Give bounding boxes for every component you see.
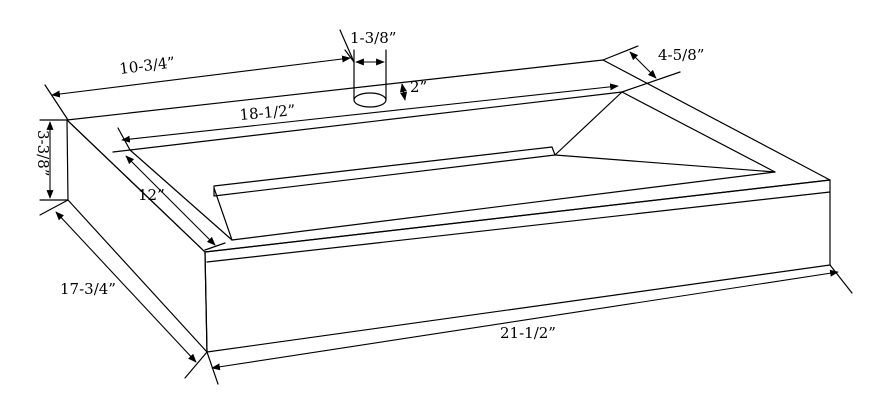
dim-arrow — [55, 211, 197, 363]
dim-arrow — [629, 51, 657, 79]
sink-outline — [66, 59, 831, 353]
label-rim-width: 4-5/8” — [658, 46, 704, 64]
ext-line — [204, 242, 226, 251]
ext-line — [184, 351, 208, 379]
dim-arrow — [121, 83, 619, 143]
top-rim-outline — [66, 59, 831, 253]
basin-back-edge — [129, 91, 623, 151]
dim-depth — [39, 199, 208, 379]
dim-basin-width — [112, 149, 226, 251]
ext-line — [621, 71, 681, 93]
drain-offset-arrow — [399, 83, 408, 101]
left-face — [66, 119, 208, 353]
basin-front-edge — [231, 171, 776, 241]
dim-top-half-length — [44, 49, 355, 121]
front-bevel-line — [206, 191, 831, 263]
label-depth: 17-3/4” — [60, 280, 116, 298]
dim-rim-width — [602, 45, 681, 93]
faucet-hole-ellipse — [353, 92, 387, 108]
basin — [129, 91, 776, 241]
ext-line — [39, 199, 69, 216]
basin-slope-right — [554, 91, 623, 156]
dim-arrow — [125, 155, 216, 246]
label-basin-length: 18-1/2” — [239, 101, 296, 124]
ext-line — [829, 264, 853, 294]
label-basin-width: 12” — [138, 186, 165, 204]
label-drain-offset: 2” — [410, 78, 427, 96]
basin-right-edge — [621, 91, 776, 173]
dim-height — [39, 119, 69, 201]
dim-overall-length — [206, 264, 853, 385]
label-drain-diameter: 1-3/8” — [350, 29, 396, 47]
dim-arrow — [211, 269, 839, 371]
ext-line — [44, 84, 69, 121]
label-top-half-length: 10-3/4” — [118, 53, 176, 78]
basin-floor-right — [554, 154, 776, 173]
ext-line — [112, 149, 131, 153]
drain-trough — [213, 146, 556, 197]
label-height: 3-3/8” — [34, 130, 52, 176]
drain-diameter-leader — [339, 29, 355, 63]
dim-basin-length — [117, 83, 619, 151]
label-overall-length: 21-1/2” — [500, 324, 556, 342]
basin-slope-left — [213, 187, 233, 241]
ext-line — [602, 45, 639, 61]
dim-arrow — [51, 55, 351, 98]
